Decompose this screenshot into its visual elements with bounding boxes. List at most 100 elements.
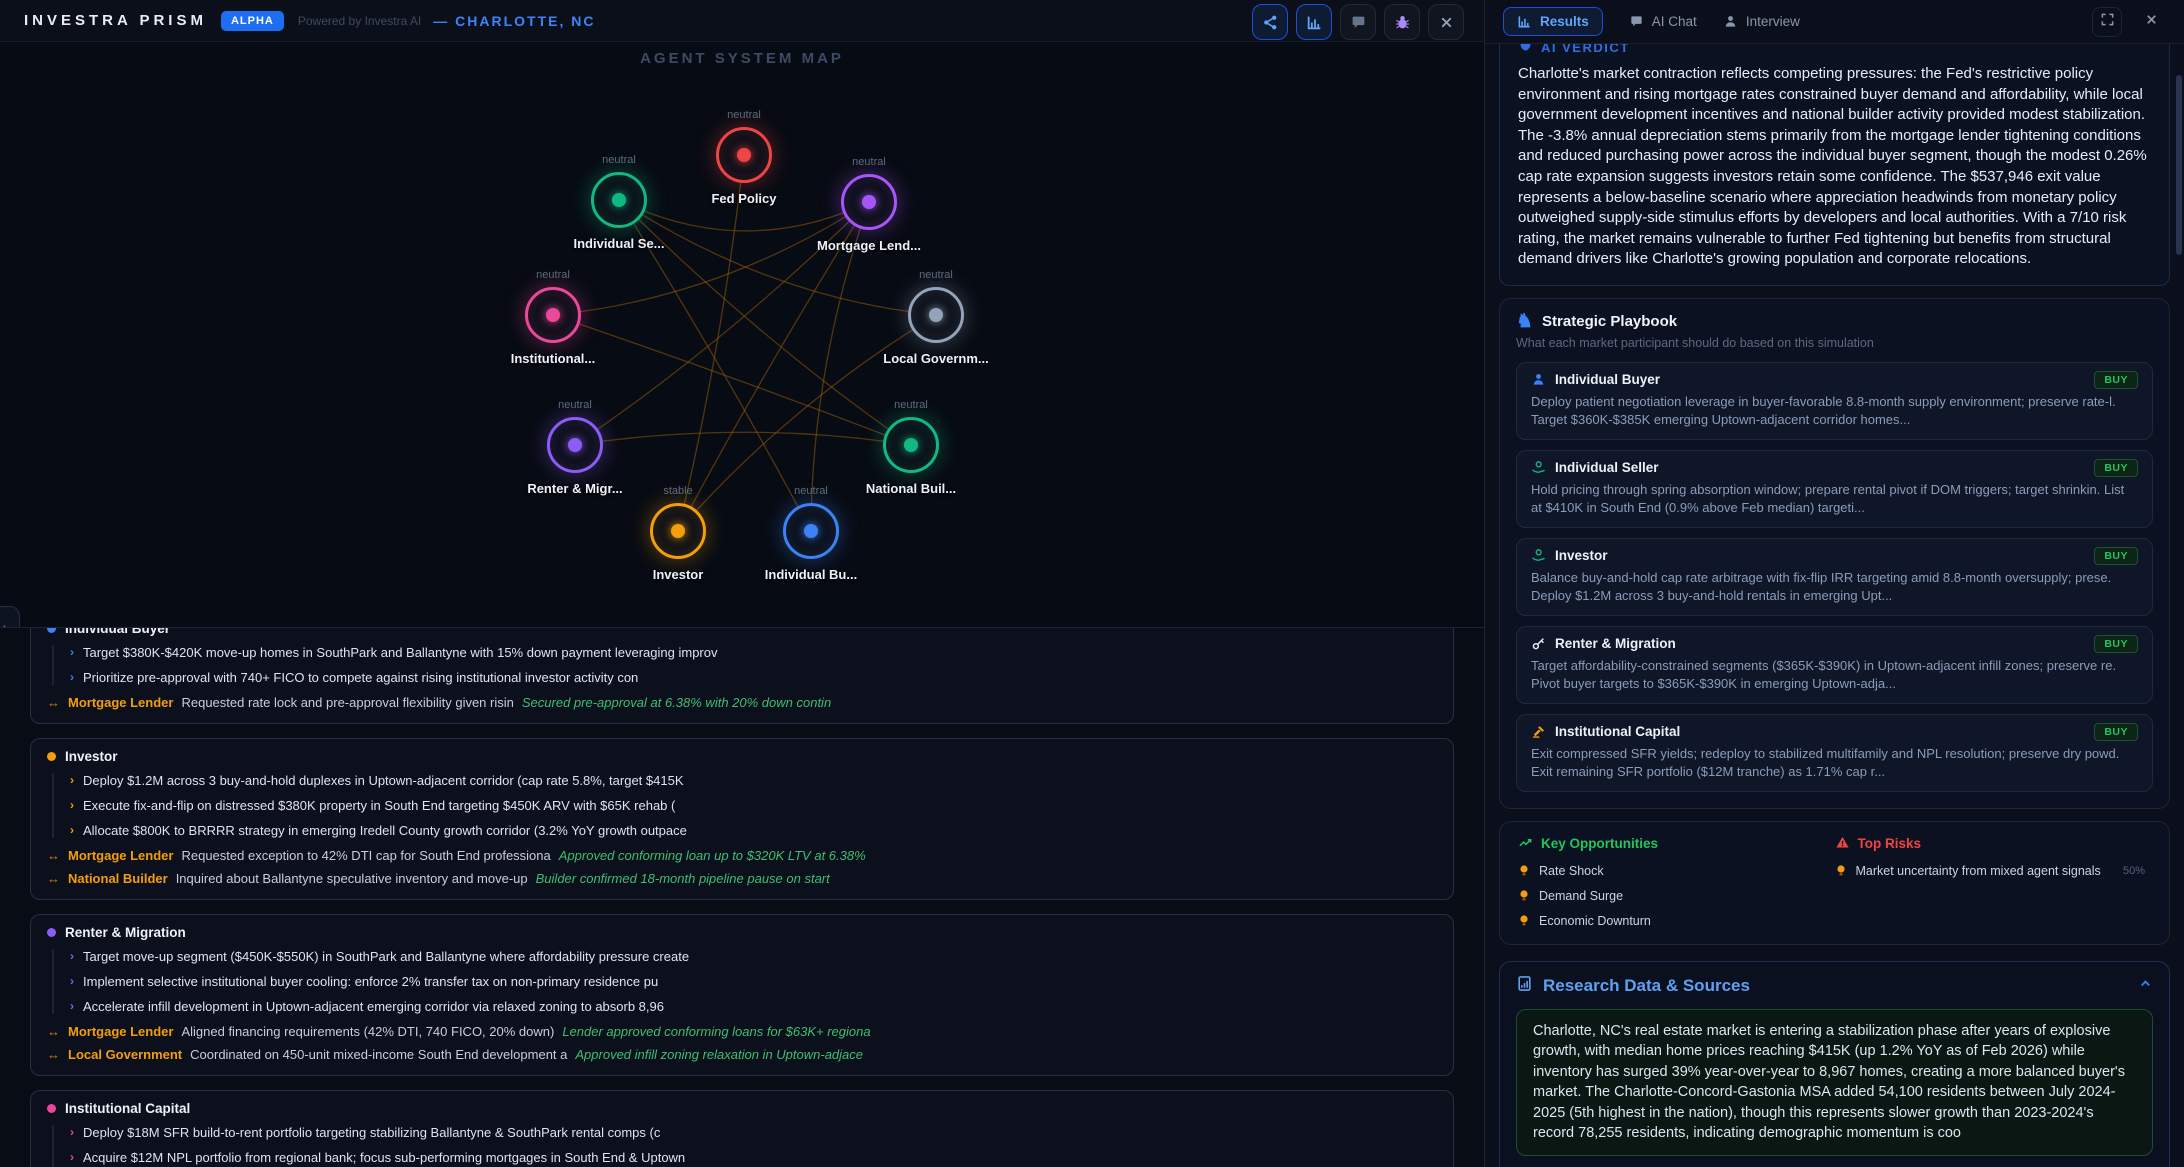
playbook-header: ♞ Strategic Playbook [1516, 312, 2153, 331]
buy-badge: BUY [2094, 546, 2138, 565]
map-edge [677, 201, 870, 532]
ai-verdict-card: AI VERDICT Charlotte's market contractio… [1499, 44, 2170, 286]
chevron-right-icon: › [70, 823, 74, 837]
agent-actions-header: Investor [47, 749, 1437, 764]
chevron-right-icon: › [70, 645, 74, 659]
node-dot [904, 438, 918, 452]
opportunity-item: Economic Downturn [1518, 914, 1835, 928]
chat-icon [1629, 14, 1644, 29]
opportunity-item: Rate Shock [1518, 864, 1835, 878]
node-dot [804, 524, 818, 538]
location-label[interactable]: — CHARLOTTE, NC [433, 12, 596, 29]
interaction-agent-name: Local Government [68, 1047, 183, 1062]
toolbar-chat-button[interactable] [1340, 4, 1376, 40]
agent-action-text: Target move-up segment ($450K-$550K) in … [83, 949, 690, 964]
map-edge [618, 199, 937, 316]
map-title: AGENT SYSTEM MAP [640, 50, 844, 67]
network-icon [1262, 14, 1279, 31]
playbook-title: Strategic Playbook [1542, 312, 1678, 330]
research-header[interactable]: Research Data & Sources [1516, 975, 2153, 997]
alpha-badge: ALPHA [220, 10, 284, 31]
node-status-label: neutral [558, 399, 592, 411]
chevron-up-icon[interactable] [2138, 976, 2153, 996]
agent-actions-card-institutional-capital: Institutional Capital›Deploy $18M SFR bu… [30, 1090, 1454, 1167]
interaction-result-text: Builder confirmed 18-month pipeline paus… [535, 871, 830, 886]
playbook-card-header: Renter & Migration BUY [1531, 634, 2138, 653]
node-ring [650, 503, 706, 559]
map-edge [574, 201, 870, 446]
toolbar-chart-button[interactable] [1296, 4, 1332, 40]
participant-name: Individual Seller [1555, 460, 1659, 476]
buy-badge: BUY [2094, 634, 2138, 653]
tab-interview[interactable]: Interview [1723, 14, 1800, 29]
participant-name: Institutional Capital [1555, 724, 1681, 740]
expand-panel-button[interactable] [2092, 6, 2122, 37]
bidirectional-arrow-icon: ↔ [47, 871, 60, 886]
bulb-icon [1518, 864, 1530, 878]
agent-color-dot [47, 752, 56, 761]
node-dot [568, 438, 582, 452]
bidirectional-arrow-icon: ↔ [47, 695, 60, 710]
agent-action-item: › Target $380K-$420K move-up homes in Sou… [70, 645, 1437, 660]
agent-action-list: › Target move-up segment ($450K-$550K) in… [52, 949, 1437, 1014]
agent-action-item: ›Prioritize pre-approval with 740+ FICO … [70, 670, 1437, 685]
node-status-label: neutral [894, 399, 928, 411]
powered-by-label: Powered by Investra AI [297, 13, 422, 28]
agent-color-dot [47, 1104, 56, 1113]
interaction-agent-name: Mortgage Lender [68, 1024, 174, 1039]
agent-action-text: Allocate $800K to BRRRR strategy in emer… [83, 823, 687, 838]
key-icon [1531, 636, 1546, 651]
window-controls [2092, 6, 2166, 37]
participant-name: Investor [1555, 548, 1608, 564]
node-name-label: Local Governm... [883, 351, 989, 366]
tab-results[interactable]: Results [1503, 7, 1603, 36]
map-edge [618, 199, 912, 446]
node-status-label: neutral [536, 269, 570, 281]
bug-icon [1394, 14, 1411, 31]
node-status-label: neutral [727, 109, 761, 121]
research-data-sources-card: Research Data & Sources Charlotte, NC's … [1499, 960, 2170, 1167]
node-status-label: stable [663, 485, 693, 497]
node-name-label: National Buil... [865, 481, 957, 496]
node-name-label: Investor [652, 567, 704, 582]
toolbar-close-button[interactable] [1428, 4, 1464, 40]
agent-action-text: Deploy $1.2M across 3 buy-and-hold duple… [83, 773, 684, 788]
ai-verdict-header: AI VERDICT [1518, 44, 2151, 56]
tab-ai-chat[interactable]: AI Chat [1629, 14, 1697, 29]
ai-verdict-title: AI VERDICT [1541, 44, 1630, 55]
participant-name: Renter & Migration [1555, 636, 1676, 652]
person-icon [1531, 372, 1546, 387]
buy-badge: BUY [2094, 722, 2138, 741]
risk-value: 50% [2122, 864, 2145, 877]
interaction-result-text: Secured pre-approval at 6.38% with 20% d… [521, 695, 832, 710]
bidirectional-arrow-icon: ↔ [47, 1047, 60, 1062]
tab-label: Interview [1745, 14, 1800, 29]
agent-actions-card-individual-buyer: Individual Buyer›Target $380K-$420K move… [30, 628, 1454, 724]
node-dot [546, 308, 560, 322]
toolbar-bug-button[interactable] [1384, 4, 1420, 40]
node-status-label: neutral [794, 485, 828, 497]
agent-action-text: Target $380K-$420K move-up homes in Sout… [83, 645, 718, 660]
node-name-label: Renter & Migr... [527, 481, 623, 496]
toolbar-network-button[interactable] [1252, 4, 1288, 40]
interaction-text: Requested rate lock and pre-approval fle… [181, 695, 514, 710]
chess-piece-icon: ♞ [1516, 310, 1534, 332]
scrollbar-thumb[interactable] [2176, 75, 2182, 255]
interaction-result-text: Lender approved conforming loans for $63… [562, 1024, 871, 1039]
close-panel-button[interactable] [2136, 7, 2166, 37]
agent-action-item: ›Accelerate infill development in Uptown… [70, 999, 1437, 1014]
handcoin-icon [1531, 460, 1546, 475]
chevron-right-icon: › [70, 974, 74, 988]
chevron-right-icon: › [70, 999, 74, 1013]
strategic-playbook-card: ♞ Strategic Playbook What each market pa… [1499, 297, 2170, 809]
top-risks-title: Top Risks [1857, 836, 1922, 852]
expand-icon [2100, 12, 2115, 32]
agent-action-text: Implement selective institutional buyer … [83, 974, 659, 989]
results-panel: Results AI Chat Interview [1484, 0, 2184, 1167]
agent-action-list: › Target $380K-$420K move-up homes in Sou… [52, 645, 1437, 685]
chat-icon [1350, 14, 1367, 31]
